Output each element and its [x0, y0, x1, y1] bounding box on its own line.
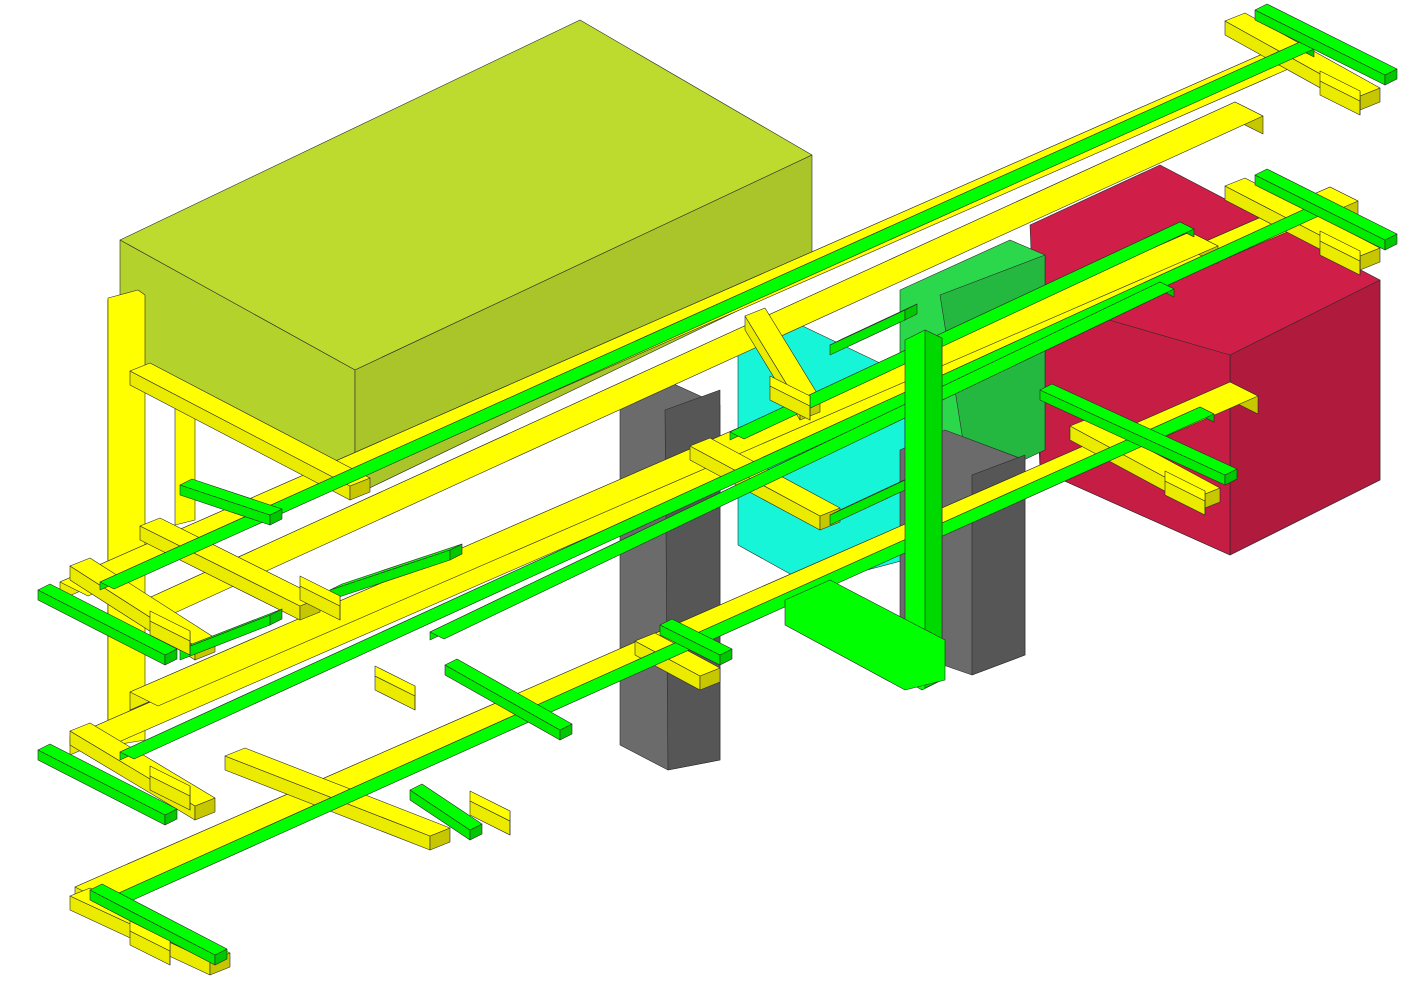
yellow-connector-3-top — [129, 920, 171, 952]
green-post-foot — [784, 579, 946, 691]
yellow-cross-3-top — [224, 747, 451, 837]
yellow-connector-4-top — [1319, 70, 1361, 102]
green-cross-13-front — [829, 309, 906, 356]
green-cross-9-top — [1039, 383, 1238, 476]
green-cross-6-top — [444, 658, 573, 731]
green-cross-11-top — [179, 478, 283, 516]
green-cross-3-top — [89, 883, 228, 956]
green-cross-2-top — [37, 743, 178, 816]
yellow-connector-8-top — [374, 665, 416, 697]
yellow-connector-7-top — [1164, 470, 1206, 502]
green-cross-8-top — [659, 618, 733, 656]
yellow-connector-1-top — [149, 610, 191, 642]
green-cross-5-top — [1254, 168, 1398, 241]
green-rails — [37, 3, 1398, 966]
yellow-cross-6-top — [1069, 417, 1221, 497]
green-cross-13-top — [829, 303, 918, 346]
yellow-connector-9-top — [299, 575, 341, 607]
green-rail-inner-top — [729, 221, 1195, 440]
yellow-connector-5-top — [1319, 230, 1361, 262]
yellow-connector-6-top — [469, 790, 511, 822]
front-members — [129, 70, 1361, 966]
yellow-connector-2-top — [149, 765, 191, 797]
yellow-connector-10-top — [769, 375, 811, 407]
yellow-cross-1-top — [129, 362, 371, 487]
green-cross-1-top — [37, 583, 178, 656]
green-cross-4-top — [1254, 3, 1398, 76]
green-cross-7-top — [409, 783, 483, 831]
yellow-leg-left-body — [107, 289, 146, 746]
green-cross-10-top — [329, 543, 463, 591]
